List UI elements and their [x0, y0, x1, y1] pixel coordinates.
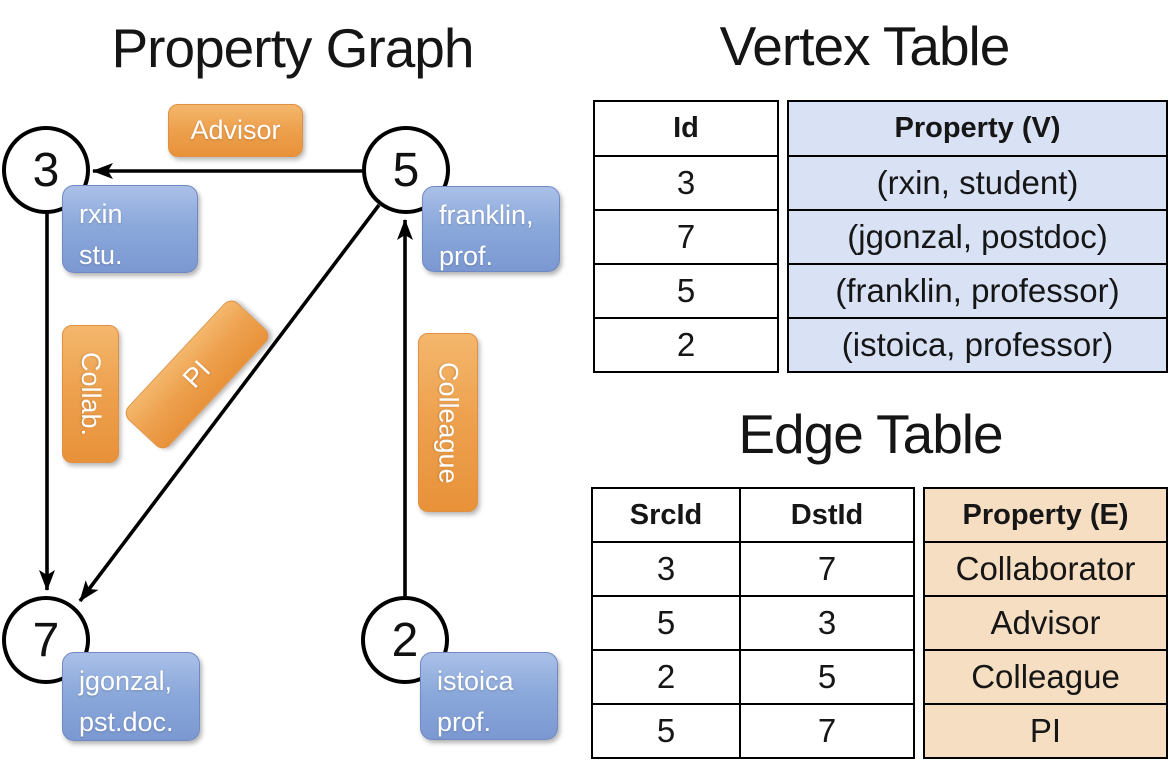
edge-property-cell: Advisor — [990, 604, 1101, 641]
edge-dst-cell: 7 — [817, 712, 837, 749]
edge-table-header-property: Property (E) — [962, 498, 1129, 531]
table-row: 5 — [595, 263, 777, 317]
property-line: pst.doc. — [79, 706, 174, 737]
table-row: 2 5 — [593, 649, 913, 703]
property-line: prof. — [439, 240, 494, 271]
table-row: (jgonzal, postdoc) — [789, 209, 1166, 263]
edge-src-cell: 5 — [593, 705, 741, 757]
edge-5-7-arrow — [78, 203, 381, 603]
vertex-id-cell: 2 — [676, 326, 696, 363]
edge-table-header-srcid: SrcId — [593, 489, 741, 541]
edge-table-property-column: Property (E) Collaborator Advisor Collea… — [923, 487, 1168, 759]
table-row: 2 — [595, 317, 777, 371]
property-line: rxin — [79, 199, 123, 229]
edge-table-header-dstid: DstId — [790, 498, 864, 531]
table-row: (rxin, student) — [789, 155, 1166, 209]
table-row: 7 — [595, 209, 777, 263]
vertex-id-cell: 3 — [676, 164, 696, 201]
property-line: jgonzal, — [79, 666, 173, 696]
edge-property-cell: PI — [1029, 712, 1062, 749]
vertex-property-box-franklin: franklin, prof. — [422, 186, 560, 272]
vertex-id-cell: 5 — [676, 272, 696, 309]
edge-label-text: Collab. — [76, 351, 106, 437]
vertex-property-cell: (franklin, professor) — [835, 272, 1120, 309]
table-row: (istoica, professor) — [789, 317, 1166, 371]
edge-src-cell: 3 — [593, 543, 741, 595]
vertex-property-cell: (istoica, professor) — [841, 326, 1114, 363]
property-line: prof. — [437, 706, 492, 737]
table-row: 3 7 — [593, 541, 913, 595]
vertex-table-title: Vertex Table — [719, 15, 1011, 77]
table-row: Colleague — [925, 649, 1166, 703]
table-row: PI — [925, 703, 1166, 757]
vertex-node-5: 5 — [362, 126, 450, 214]
vertex-node-2: 2 — [361, 596, 449, 684]
vertex-id-label: 2 — [391, 613, 419, 667]
vertex-property-box-rxin: rxin stu. — [62, 185, 198, 273]
vertex-id-label: 3 — [32, 143, 60, 197]
vertex-id-label: 7 — [32, 613, 60, 667]
table-row: Advisor — [925, 595, 1166, 649]
edge-property-cell: Colleague — [971, 658, 1120, 695]
property-line: franklin, — [439, 200, 534, 230]
table-row: 3 — [595, 155, 777, 209]
vertex-property-box-jgonzal: jgonzal, pst.doc. — [62, 652, 200, 741]
vertex-table-header-id: Id — [673, 112, 699, 144]
vertex-table-id-column: Id 3 7 5 2 — [593, 100, 779, 373]
edge-label-collab: Collab. — [62, 325, 119, 463]
vertex-id-cell: 7 — [676, 218, 696, 255]
edge-label-advisor: Advisor — [168, 104, 303, 157]
edge-table: SrcId DstId 3 7 5 3 2 5 5 7 Property (E)… — [591, 487, 1168, 759]
table-row: (franklin, professor) — [789, 263, 1166, 317]
edge-dst-cell: 7 — [817, 550, 837, 587]
vertex-table: Id 3 7 5 2 Property (V) (rxin, student) … — [593, 100, 1168, 373]
edge-label-text: Advisor — [190, 115, 281, 145]
edge-dst-cell: 5 — [817, 658, 837, 695]
property-graph-title: Property Graph — [111, 17, 474, 79]
vertex-property-cell: (jgonzal, postdoc) — [847, 218, 1108, 255]
table-row: 5 3 — [593, 595, 913, 649]
edge-label-colleague: Colleague — [418, 333, 478, 512]
table-row: Collaborator — [925, 541, 1166, 595]
table-row: 5 7 — [593, 703, 913, 757]
vertex-id-label: 5 — [392, 143, 420, 197]
edge-src-cell: 2 — [593, 651, 741, 703]
edge-src-cell: 5 — [593, 597, 741, 649]
vertex-property-box-istoica: istoica prof. — [420, 652, 558, 740]
edge-label-text: PI — [176, 354, 217, 394]
edge-label-text: Colleague — [433, 361, 464, 484]
vertex-table-header-property: Property (V) — [894, 112, 1061, 144]
edge-dst-cell: 3 — [817, 604, 837, 641]
edge-table-id-columns: SrcId DstId 3 7 5 3 2 5 5 7 — [591, 487, 915, 759]
vertex-table-property-column: Property (V) (rxin, student) (jgonzal, p… — [787, 100, 1168, 373]
vertex-property-cell: (rxin, student) — [876, 164, 1079, 201]
property-line: istoica — [437, 666, 514, 696]
edge-table-title: Edge Table — [738, 403, 1003, 465]
property-line: stu. — [79, 239, 123, 270]
graph-edges-svg — [39, 163, 413, 603]
edge-property-cell: Collaborator — [955, 550, 1136, 587]
